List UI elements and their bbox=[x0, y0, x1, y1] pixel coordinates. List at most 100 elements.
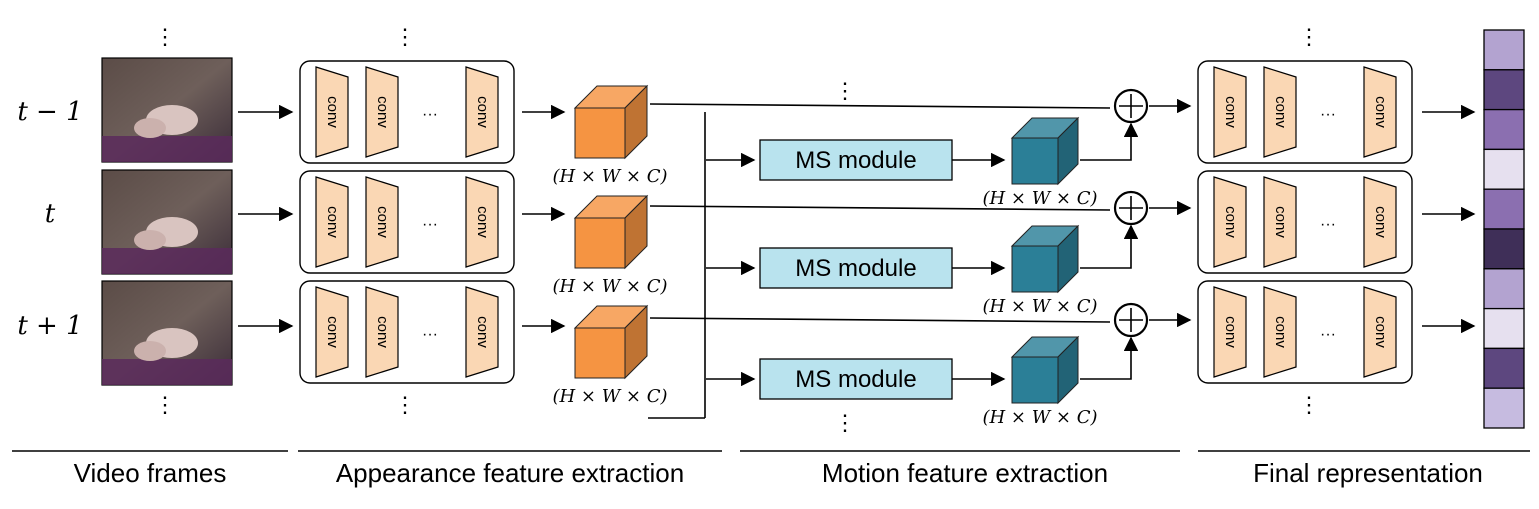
vertical-ellipsis: ⋮ bbox=[154, 392, 176, 417]
arrow-motion-to-sum-0 bbox=[1080, 122, 1139, 161]
arrow-motion-to-sum-2 bbox=[1080, 336, 1139, 380]
video-frame-0-hand2 bbox=[134, 118, 166, 138]
conv-layer bbox=[1213, 176, 1247, 268]
conv-layer bbox=[365, 176, 399, 268]
conv-label: conv bbox=[324, 316, 341, 348]
conv-label: conv bbox=[474, 96, 491, 128]
vertical-ellipsis: ⋮ bbox=[834, 410, 856, 435]
conv-label: conv bbox=[1222, 316, 1239, 348]
conv-ellipsis: ··· bbox=[422, 326, 438, 343]
vertical-ellipsis: ⋮ bbox=[394, 24, 416, 49]
conv-layer bbox=[1363, 176, 1397, 268]
video-frame-1-sleeve bbox=[102, 248, 232, 274]
conv-layer bbox=[1263, 176, 1297, 268]
conv-ellipsis: ··· bbox=[422, 216, 438, 233]
conv-ellipsis: ··· bbox=[1320, 106, 1336, 123]
representation-cell bbox=[1483, 307, 1525, 350]
conv-label: conv bbox=[374, 316, 391, 348]
ms-module-label-2: MS module bbox=[795, 366, 916, 393]
section-label-final: Final representation bbox=[1253, 458, 1483, 488]
appearance-shape-label-0: (H × W × C) bbox=[552, 166, 667, 187]
conv-label: conv bbox=[474, 206, 491, 238]
conv-layer bbox=[365, 286, 399, 378]
appearance-conv-block-1-frame bbox=[299, 170, 515, 274]
vertical-ellipsis: ⋮ bbox=[1298, 392, 1320, 417]
appearance-feature-cube-1-front bbox=[574, 217, 626, 269]
conv-layer bbox=[315, 66, 349, 158]
conv-label: conv bbox=[1372, 96, 1389, 128]
representation-cell bbox=[1483, 387, 1525, 429]
conv-label: conv bbox=[1272, 96, 1289, 128]
representation-cell bbox=[1483, 29, 1525, 71]
video-frame-2-hand2 bbox=[134, 341, 166, 361]
motion-shape-label-1: (H × W × C) bbox=[982, 296, 1097, 317]
representation-cell bbox=[1483, 188, 1525, 230]
section-label-motion: Motion feature extraction bbox=[822, 458, 1108, 488]
representation-cell bbox=[1483, 148, 1525, 190]
vertical-ellipsis: ⋮ bbox=[1298, 24, 1320, 49]
appearance-feature-cube-0-front bbox=[574, 107, 626, 159]
appearance-feature-cube-2-front bbox=[574, 327, 626, 379]
appearance-conv-block-1: conv conv conv ··· bbox=[299, 170, 515, 274]
ms-module-box-1 bbox=[759, 247, 953, 289]
time-label-0: t − 1 bbox=[17, 97, 82, 127]
video-frame-2 bbox=[101, 280, 233, 386]
conv-label: conv bbox=[1272, 316, 1289, 348]
appearance-feature-cube-1 bbox=[573, 194, 649, 270]
conv-label: conv bbox=[474, 316, 491, 348]
conv-layer bbox=[1363, 66, 1397, 158]
conv-layer bbox=[315, 286, 349, 378]
representation-cell bbox=[1483, 228, 1525, 270]
motion-feature-cube-2 bbox=[1010, 335, 1080, 405]
conv-label: conv bbox=[374, 96, 391, 128]
final-conv-block-0: conv conv conv ··· bbox=[1197, 60, 1413, 164]
final-conv-block-2-frame bbox=[1197, 280, 1413, 384]
motion-shape-label-0: (H × W × C) bbox=[982, 188, 1097, 209]
representation-cell bbox=[1483, 69, 1525, 111]
conv-label: conv bbox=[324, 206, 341, 238]
appearance-conv-block-0-frame bbox=[299, 60, 515, 164]
vertical-ellipsis: ⋮ bbox=[154, 24, 176, 49]
video-frame-0-sleeve bbox=[102, 136, 232, 162]
conv-layer bbox=[465, 286, 499, 378]
conv-label: conv bbox=[1372, 206, 1389, 238]
motion-feature-cube-1 bbox=[1010, 224, 1080, 294]
time-label-1: t bbox=[45, 199, 56, 229]
appearance-conv-block-2-frame bbox=[299, 280, 515, 384]
vertical-ellipsis: ⋮ bbox=[834, 78, 856, 103]
motion-feature-cube-2-front bbox=[1011, 356, 1059, 404]
section-label-appearance: Appearance feature extraction bbox=[336, 458, 684, 488]
appearance-shape-label-2: (H × W × C) bbox=[552, 386, 667, 407]
conv-label: conv bbox=[1272, 206, 1289, 238]
final-conv-block-0-frame bbox=[1197, 60, 1413, 164]
conv-label: conv bbox=[374, 206, 391, 238]
conv-ellipsis: ··· bbox=[1320, 326, 1336, 343]
ms-module-label-1: MS module bbox=[795, 255, 916, 282]
skip-connection-1 bbox=[649, 205, 1111, 211]
conv-layer bbox=[1263, 66, 1297, 158]
ms-module-box-2 bbox=[759, 358, 953, 400]
conv-layer bbox=[365, 66, 399, 158]
conv-ellipsis: ··· bbox=[1320, 216, 1336, 233]
conv-ellipsis: ··· bbox=[422, 106, 438, 123]
final-conv-block-1-frame bbox=[1197, 170, 1413, 274]
arrow-motion-to-sum-1 bbox=[1080, 224, 1139, 269]
video-frame-2-sleeve bbox=[102, 359, 232, 385]
conv-layer bbox=[315, 176, 349, 268]
vertical-ellipsis: ⋮ bbox=[394, 392, 416, 417]
video-frame-1-hand2 bbox=[134, 230, 166, 250]
conv-label: conv bbox=[1222, 96, 1239, 128]
representation-cell bbox=[1483, 347, 1525, 389]
conv-layer bbox=[465, 176, 499, 268]
motion-feature-cube-0-front bbox=[1011, 137, 1059, 185]
conv-layer bbox=[1213, 286, 1247, 378]
skip-connection-2 bbox=[649, 317, 1111, 323]
motion-shape-label-2: (H × W × C) bbox=[982, 407, 1097, 428]
appearance-shape-label-1: (H × W × C) bbox=[552, 276, 667, 297]
conv-layer bbox=[1363, 286, 1397, 378]
appearance-feature-cube-2 bbox=[573, 304, 649, 380]
